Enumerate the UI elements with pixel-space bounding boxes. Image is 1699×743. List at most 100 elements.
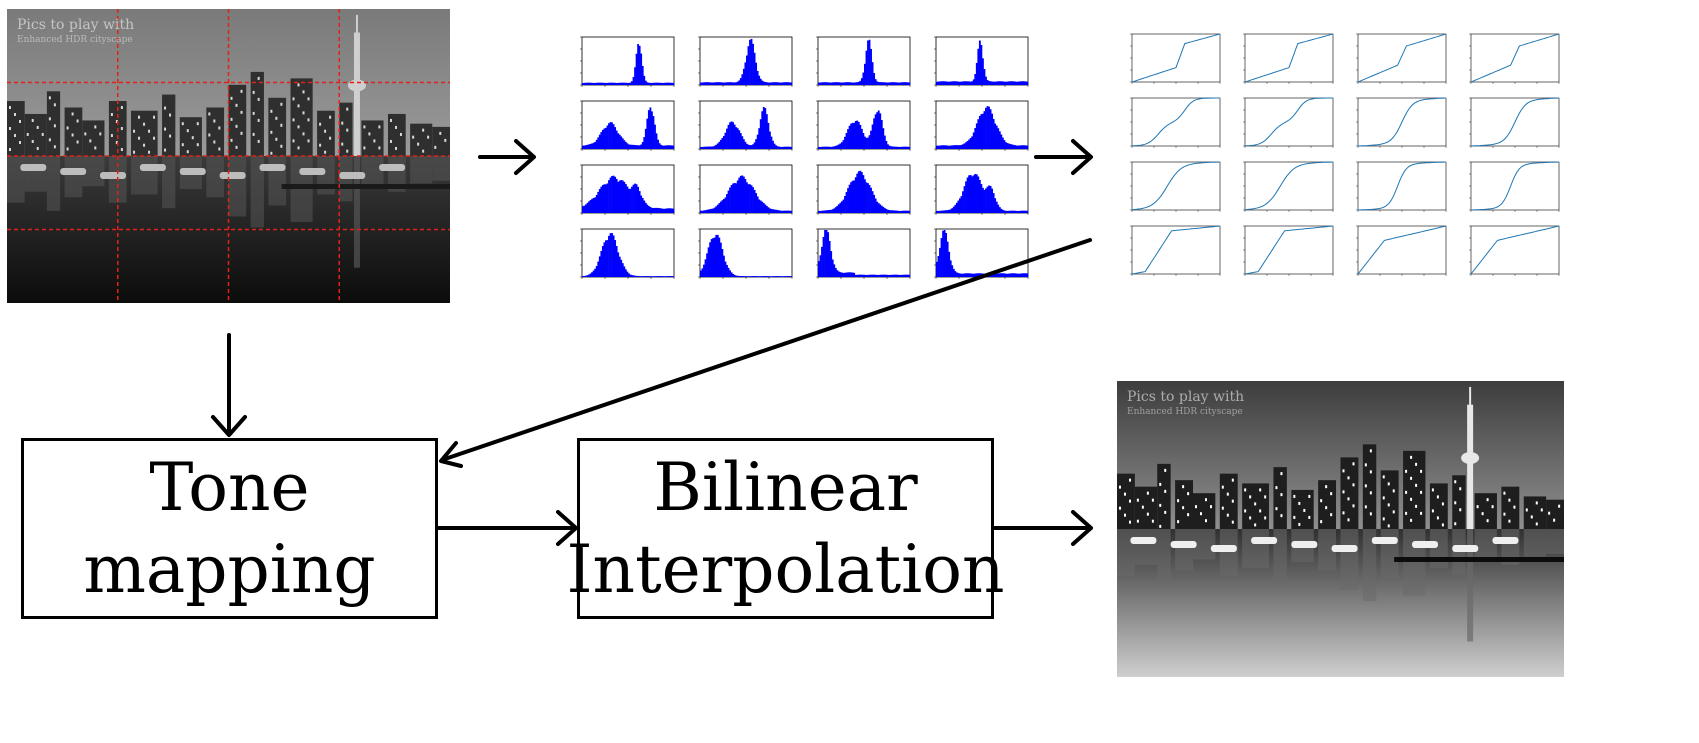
histogram-bar [649, 107, 652, 149]
histogram-bar [729, 82, 731, 85]
histogram-bar [657, 139, 659, 149]
histogram-bar [655, 82, 658, 85]
histogram-bar [879, 82, 882, 85]
histogram-bar [758, 128, 761, 149]
histogram-bar [715, 144, 718, 149]
histogram-plot [926, 225, 1032, 287]
histogram-bar [899, 210, 902, 213]
histogram-bar [670, 208, 673, 213]
histogram-bar [818, 210, 820, 213]
histogram-bar [772, 82, 774, 85]
histogram-bar [1026, 273, 1029, 277]
histogram-bar [582, 145, 584, 149]
histogram-bar [753, 189, 756, 213]
histogram-bar [638, 145, 641, 149]
histogram-bar [632, 184, 635, 213]
histogram-bar [746, 143, 748, 149]
histogram-bar [594, 141, 597, 149]
output-watermark-subtitle: Enhanced HDR cityscape [1127, 407, 1243, 417]
histogram-bar [718, 141, 721, 149]
histogram-bar [828, 146, 831, 149]
histogram-bar [948, 81, 951, 85]
histogram-bar [1006, 210, 1009, 213]
histogram-bar [640, 144, 643, 149]
histogram-bar [949, 145, 952, 149]
histogram-bar [825, 210, 828, 213]
histogram-bar [647, 82, 650, 85]
histogram-bar [966, 177, 969, 213]
histogram-bar [985, 107, 987, 149]
histogram-bar [709, 209, 712, 213]
histogram-bar [589, 200, 592, 213]
histogram-bar [1014, 210, 1017, 213]
histogram-bar [752, 144, 754, 149]
histogram-bar [598, 134, 601, 149]
histogram-bar [624, 184, 627, 213]
histogram-bar [867, 183, 869, 213]
histogram-bar [755, 62, 758, 85]
histogram-bar [623, 140, 626, 149]
histogram-bar [784, 82, 787, 85]
histogram-bar [775, 145, 777, 149]
histogram-bar [600, 132, 603, 149]
histogram-bar [871, 124, 874, 149]
histogram-bar [750, 38, 753, 85]
histogram-bar [776, 82, 779, 85]
histogram-bar [822, 146, 825, 149]
histogram-bar [839, 143, 842, 149]
histogram-bar [845, 192, 848, 213]
histogram-bar [954, 204, 957, 213]
histogram-bar [946, 81, 949, 85]
histogram-bar [851, 122, 854, 149]
histogram-bar [712, 146, 715, 149]
histogram-bar [775, 209, 777, 213]
histogram-bar [672, 208, 675, 213]
histogram-bar [936, 210, 938, 213]
histogram-bar [905, 82, 908, 85]
histogram-bar [618, 82, 621, 85]
histogram-bar [905, 210, 908, 213]
histogram-bar [951, 81, 954, 85]
histogram-bar [628, 82, 630, 85]
histogram-bar [831, 82, 834, 85]
histogram-bar [906, 210, 909, 213]
histogram-bar [879, 204, 882, 213]
histogram-bar [1014, 145, 1017, 149]
histogram-bar [597, 137, 600, 149]
histogram-bar [646, 118, 649, 149]
histogram-bar [739, 175, 742, 213]
histogram-bar [634, 145, 636, 149]
histogram-bar [1026, 81, 1029, 85]
histogram-bar [788, 146, 791, 149]
histogram-bar [848, 184, 851, 213]
histogram-bar [998, 81, 1001, 85]
histogram-bar [876, 81, 879, 85]
histogram-bar [824, 146, 826, 149]
histogram-bar [651, 111, 653, 149]
histogram-bar [971, 176, 974, 213]
histogram-bar [638, 191, 641, 213]
histogram-bar [788, 82, 791, 85]
histogram-bar [859, 80, 862, 85]
arrow-bilinear-to-output [992, 510, 1093, 546]
histogram-bar [936, 81, 938, 85]
histogram-bar [586, 82, 589, 85]
histogram-bar [841, 142, 843, 149]
histogram-bar [969, 174, 972, 213]
mapping-curve-grid [1120, 30, 1560, 284]
histogram-bar [887, 82, 889, 85]
histogram-bar [847, 129, 849, 149]
histogram-bar [612, 82, 615, 85]
histogram-bar [1003, 140, 1006, 149]
histogram-bar [605, 184, 607, 213]
mapping-curve-plot [1463, 94, 1563, 154]
histogram-bar [641, 65, 644, 85]
histogram-bar [821, 146, 823, 149]
histogram-bar [644, 128, 647, 149]
histogram-bar [946, 210, 949, 213]
histogram-bar [700, 210, 702, 213]
histogram-bar [977, 176, 980, 213]
histogram-bar [672, 145, 675, 149]
histogram-bar [885, 140, 888, 149]
histogram-bar [943, 81, 946, 85]
